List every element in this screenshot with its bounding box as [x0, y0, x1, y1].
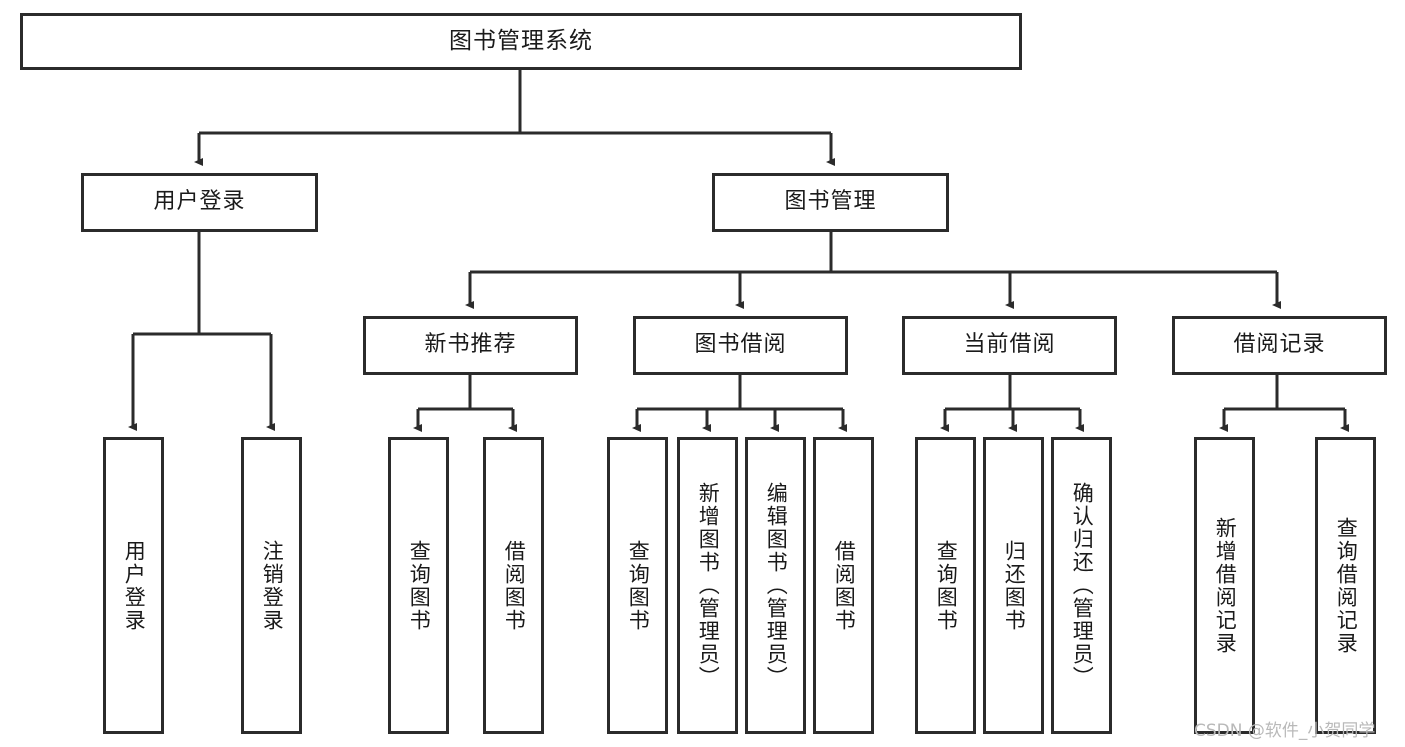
leaf-query-book-new[interactable]: 查询图书 — [388, 437, 449, 734]
leaf-user-login[interactable]: 用户登录 — [103, 437, 164, 734]
csdn-watermark: CSDN @软件_小贺同学 — [1194, 721, 1376, 741]
node-label: 图书管理系统 — [449, 27, 593, 54]
node-label: 借阅图书 — [832, 539, 857, 632]
leaf-borrow-book-new[interactable]: 借阅图书 — [483, 437, 544, 734]
node-label: 编辑图书（管理员） — [764, 482, 789, 689]
leaf-borrow-book[interactable]: 借阅图书 — [813, 437, 874, 734]
node-label: 图书借阅 — [694, 332, 787, 358]
node-label: 查询图书 — [407, 539, 432, 632]
leaf-return-book[interactable]: 归还图书 — [983, 437, 1044, 734]
node-book-borrow[interactable]: 图书借阅 — [633, 316, 848, 375]
node-label: 注销登录 — [260, 539, 285, 632]
node-book-management[interactable]: 图书管理 — [712, 173, 949, 232]
node-current-borrow[interactable]: 当前借阅 — [902, 316, 1117, 375]
leaf-query-book-borrow[interactable]: 查询图书 — [607, 437, 668, 734]
leaf-query-borrow-record[interactable]: 查询借阅记录 — [1315, 437, 1376, 734]
node-label: 新增借阅记录 — [1213, 516, 1238, 655]
leaf-add-borrow-record[interactable]: 新增借阅记录 — [1194, 437, 1255, 734]
node-label: 用户登录 — [153, 189, 246, 215]
node-label: 确认归还（管理员） — [1070, 482, 1095, 689]
node-borrow-record[interactable]: 借阅记录 — [1172, 316, 1387, 375]
leaf-confirm-return-admin[interactable]: 确认归还（管理员） — [1051, 437, 1112, 734]
node-label: 当前借阅 — [963, 332, 1056, 358]
node-label: 新增图书（管理员） — [696, 482, 721, 689]
node-label: 借阅图书 — [502, 539, 527, 632]
node-new-book-recommend[interactable]: 新书推荐 — [363, 316, 578, 375]
node-root-system[interactable]: 图书管理系统 — [20, 13, 1022, 70]
node-user-login[interactable]: 用户登录 — [81, 173, 318, 232]
leaf-logout[interactable]: 注销登录 — [241, 437, 302, 734]
node-label: 新书推荐 — [424, 332, 517, 358]
leaf-edit-book-admin[interactable]: 编辑图书（管理员） — [745, 437, 806, 734]
node-label: 用户登录 — [122, 539, 147, 632]
node-label: 查询借阅记录 — [1334, 516, 1359, 655]
node-label: 归还图书 — [1002, 539, 1027, 632]
node-label: 查询图书 — [934, 539, 959, 632]
leaf-query-book-current[interactable]: 查询图书 — [915, 437, 976, 734]
leaf-add-book-admin[interactable]: 新增图书（管理员） — [677, 437, 738, 734]
node-label: 查询图书 — [626, 539, 651, 632]
node-label: 借阅记录 — [1233, 332, 1326, 358]
node-label: 图书管理 — [784, 189, 877, 215]
